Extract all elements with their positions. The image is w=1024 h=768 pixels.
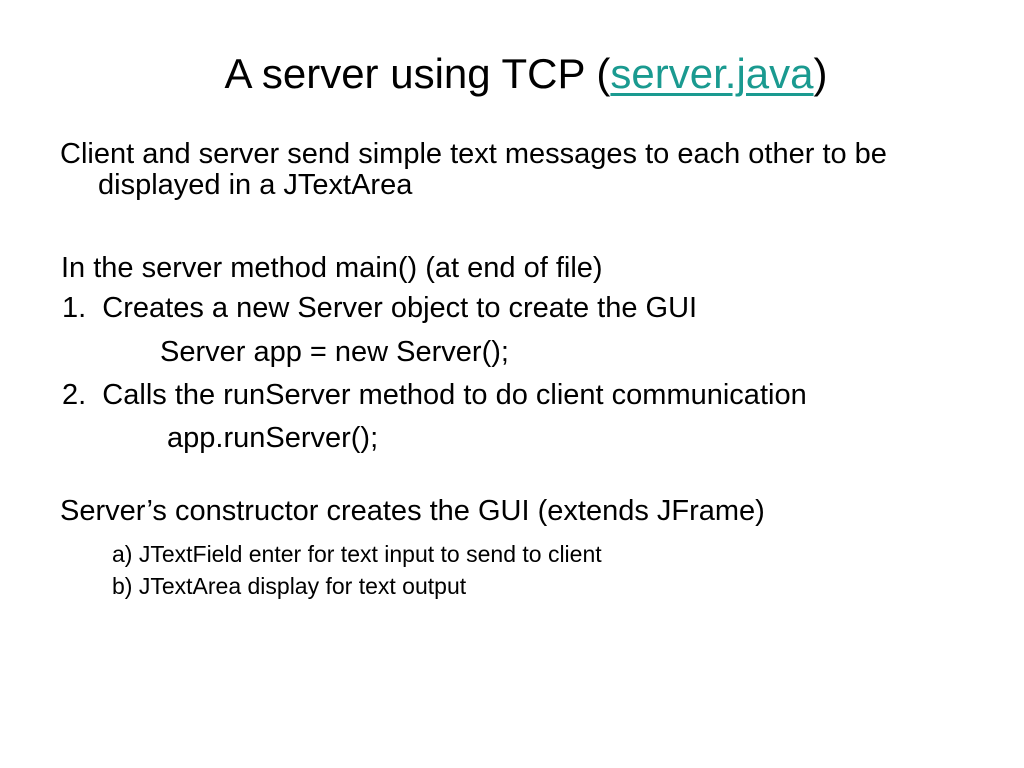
numbered-item-1: 1. Creates a new Server object to create… bbox=[62, 292, 698, 324]
numbered-item-2: 2. Calls the runServer method to do clie… bbox=[62, 379, 807, 411]
code-line-new-server: Server app = new Server(); bbox=[160, 336, 509, 368]
intro-paragraph-line-2: displayed in a JTextArea bbox=[98, 169, 413, 201]
code-line-run-server: app.runServer(); bbox=[167, 422, 379, 454]
sub-item-a: a) JTextField enter for text input to se… bbox=[112, 541, 602, 567]
slide-title-prefix: A server using TCP ( bbox=[224, 50, 611, 97]
main-method-paragraph: In the server method main() (at end of f… bbox=[61, 252, 603, 284]
slide-title: A server using TCP (server.java) bbox=[14, 50, 1024, 98]
sub-item-b: b) JTextArea display for text output bbox=[112, 573, 467, 599]
intro-paragraph-line-1: Client and server send simple text messa… bbox=[60, 138, 887, 170]
slide-title-suffix: ) bbox=[813, 50, 828, 97]
constructor-paragraph: Server’s constructor creates the GUI (ex… bbox=[60, 495, 765, 527]
server-java-link[interactable]: server.java bbox=[610, 50, 814, 97]
